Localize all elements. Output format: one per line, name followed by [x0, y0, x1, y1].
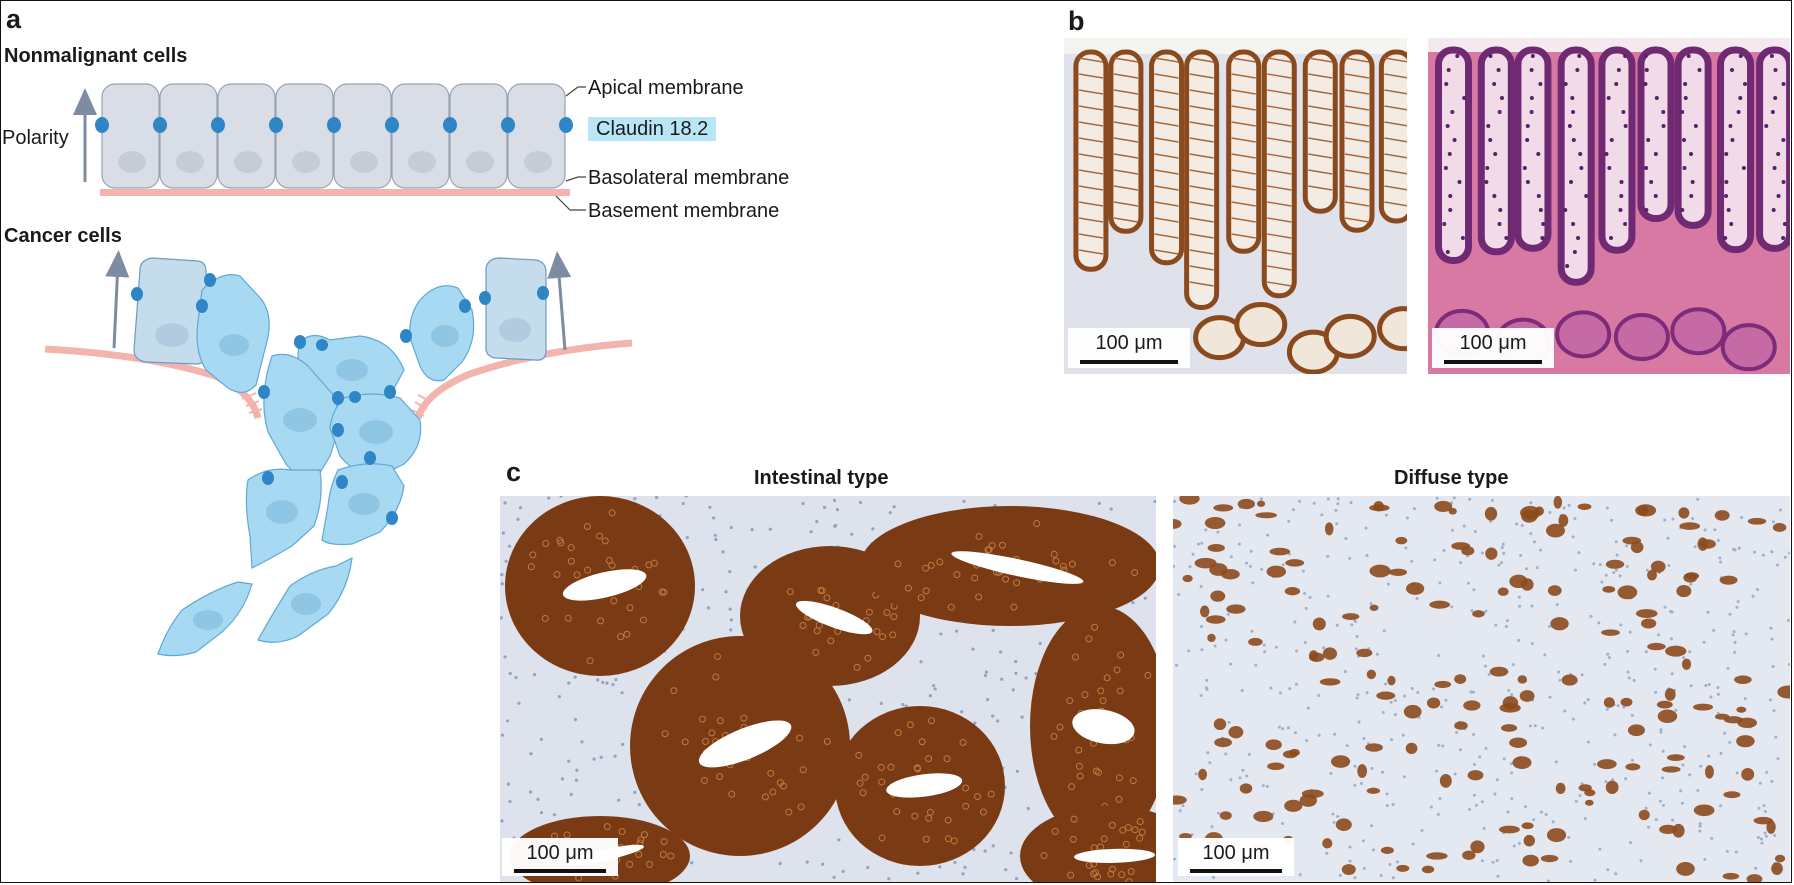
panel-c-diffuse-ihc-image [1173, 496, 1790, 882]
cell-nucleus [524, 151, 552, 173]
panel-c-label: c [506, 457, 522, 487]
claudin-dot [559, 117, 573, 133]
scale-bar-line [514, 869, 606, 873]
cell-nucleus [292, 151, 320, 173]
panel-c-scale-bar-left: 100 μm [502, 838, 618, 876]
scale-bar-text: 100 μm [1202, 842, 1270, 864]
cell-nucleus [234, 151, 262, 173]
ihc-gland-pattern [1073, 49, 1407, 374]
claudin-dot [385, 117, 399, 133]
nonmalignant-cell-row [95, 83, 573, 189]
cancer-cells-heading: Cancer cells [4, 225, 122, 247]
cancer-claudin-dots [131, 273, 549, 525]
apical-membrane-label: Apical membrane [588, 77, 744, 99]
claudin-dot [501, 117, 515, 133]
scale-bar-text: 100 μm [1459, 332, 1527, 354]
scale-bar-line [1190, 869, 1282, 873]
cell-nucleus [466, 151, 494, 173]
leader-lines [555, 86, 586, 211]
claudin-dot [327, 117, 341, 133]
claudin-dot [211, 117, 225, 133]
intestinal-type-heading: Intestinal type [754, 467, 889, 489]
polarity-label: Polarity [2, 127, 69, 149]
panel-a-label: a [6, 4, 22, 34]
panel-b-scale-bar-right: 100 μm [1432, 328, 1554, 368]
cancer-polarity-arrow-right-icon [547, 251, 572, 351]
claudin-dot [153, 117, 167, 133]
panel-b-he-image [1428, 38, 1790, 374]
basolateral-membrane-label: Basolateral membrane [588, 167, 790, 189]
cancer-cell-cluster [133, 257, 547, 657]
claudin-18-2-label: Claudin 18.2 [588, 117, 717, 141]
scale-bar-line [1444, 360, 1542, 364]
panel-c-scale-bar-right: 100 μm [1178, 838, 1294, 876]
claudin-dot [269, 117, 283, 133]
intestinal-gland-pattern [500, 496, 1156, 882]
cell-nucleus [176, 151, 204, 173]
panel-b-ihc-image [1064, 38, 1407, 374]
panel-b-scale-bar-left: 100 μm [1068, 328, 1190, 368]
diffuse-type-heading: Diffuse type [1394, 467, 1509, 489]
basement-membrane-label: Basement membrane [588, 200, 780, 222]
gland [1020, 806, 1156, 882]
basement-membrane-band [100, 189, 570, 196]
panel-c-intestinal-ihc-image [500, 496, 1156, 882]
claudin-dot [443, 117, 457, 133]
nonmalignant-cells-heading: Nonmalignant cells [4, 45, 188, 67]
scale-bar-text: 100 μm [526, 842, 594, 864]
claudin-dot [95, 117, 109, 133]
cell-nucleus [408, 151, 436, 173]
he-gland-pattern [1434, 46, 1790, 372]
scale-bar-text: 100 μm [1095, 332, 1163, 354]
panel-b-label: b [1068, 6, 1085, 36]
cell-nucleus [118, 151, 146, 173]
cell-nucleus [350, 151, 378, 173]
scale-bar-line [1080, 360, 1178, 364]
cancer-polarity-arrow-left-icon [105, 250, 130, 349]
